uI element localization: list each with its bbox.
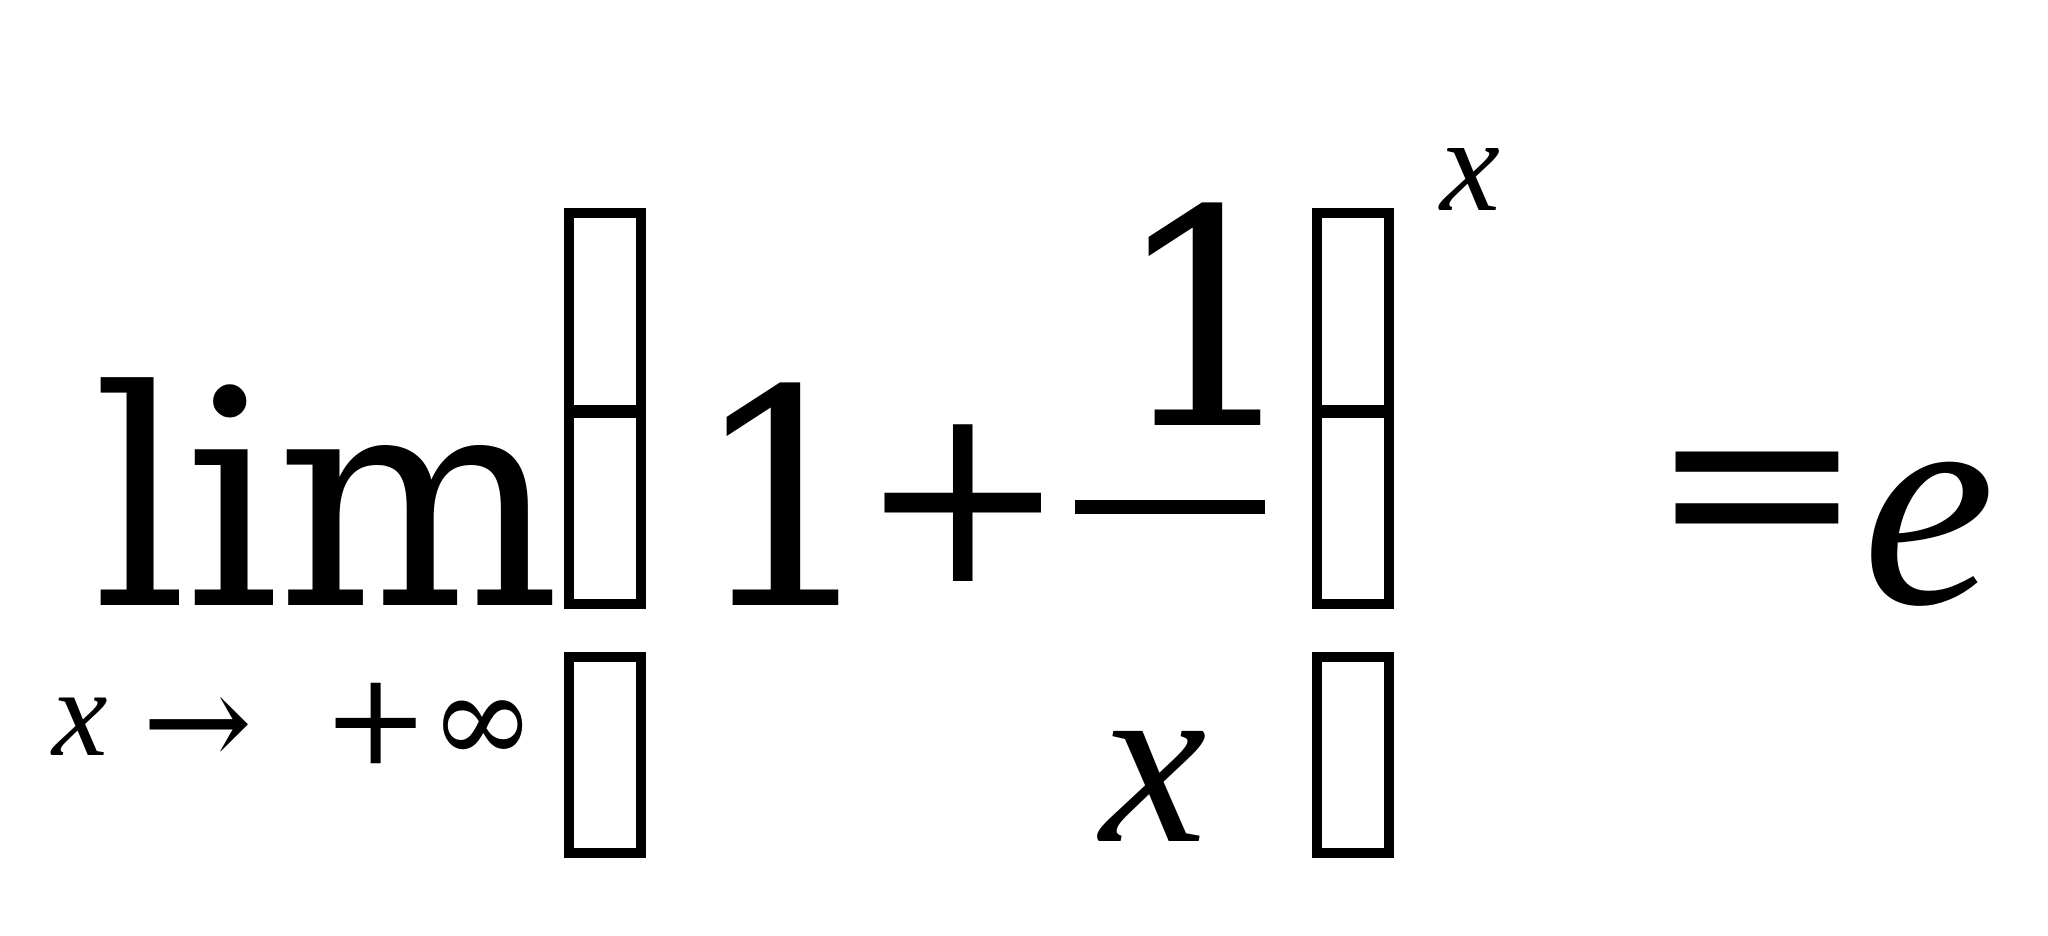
fraction-bar: [1075, 500, 1265, 514]
exponent-variable: x: [1440, 91, 1500, 240]
lim-label: lim: [92, 327, 560, 676]
left-bracket-middle-box: [564, 405, 646, 609]
right-bracket-bottom-box: [1312, 652, 1394, 858]
result-constant: e: [1862, 336, 1996, 668]
subscript-arrow: →: [142, 645, 253, 799]
equals-sign: =: [1648, 329, 1866, 631]
fraction-numerator: 1: [1112, 147, 1303, 496]
right-bracket-top-box: [1312, 208, 1394, 418]
left-bracket-top-box: [564, 208, 646, 418]
fraction-denominator: x: [1100, 627, 1207, 893]
subscript-limit: +∞: [322, 645, 536, 794]
term-one: 1: [690, 327, 881, 676]
left-bracket-bottom-box: [564, 652, 646, 858]
plus-sign: +: [858, 349, 1068, 640]
right-bracket-middle-box: [1312, 405, 1394, 609]
subscript-variable: x: [52, 645, 108, 783]
